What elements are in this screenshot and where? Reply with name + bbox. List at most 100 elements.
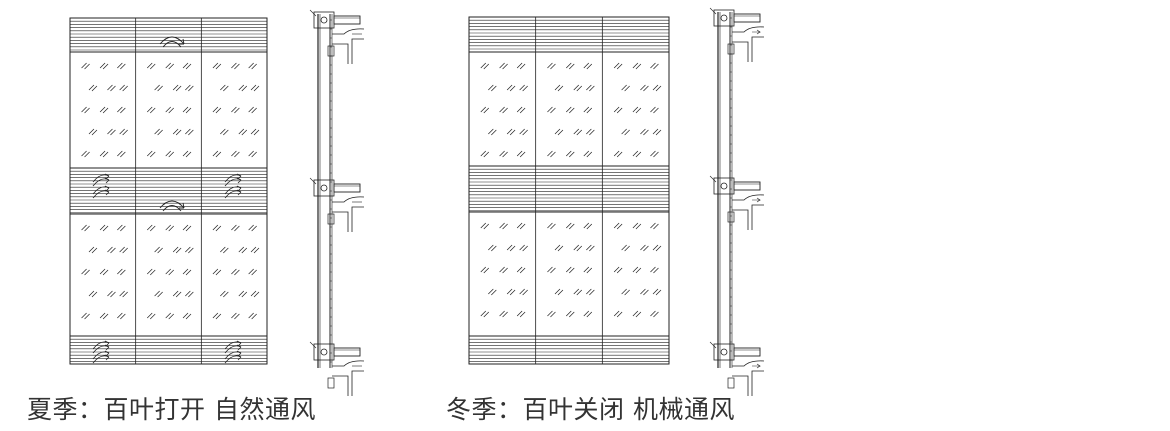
glass-reflection-mark [613,266,623,274]
glass-reflection-mark [554,244,564,252]
glass-reflection-mark [154,246,163,254]
glass-reflection-mark [81,150,90,158]
ventilation-duct [732,194,765,230]
glass-reflection-mark [231,224,240,232]
glass-reflection-mark [117,268,126,276]
glass-reflection-mark [516,222,526,230]
bracket [727,43,735,55]
glass-reflection-mark [117,312,126,320]
glass-reflection-mark [99,62,109,70]
glass-reflection-mark [185,290,194,298]
glass-reflection-mark [488,84,497,92]
glass-reflection-mark [99,224,109,232]
glass-reflection-mark [238,128,248,136]
glass-reflection-mark [248,150,257,158]
glass-reflection-mark [499,310,508,318]
slab [733,13,761,23]
glass-reflection-mark [250,128,260,136]
glass-reflection-mark [172,246,182,254]
winter-facade-elevation [468,16,670,365]
glass-reflection-mark [238,290,248,298]
glass-reflection-mark [238,84,248,92]
winter-caption: 冬季：百叶关闭 机械通风 [446,395,735,424]
glass-reflection-mark [583,106,593,114]
glass-reflection-mark [632,62,642,70]
glass-reflection-mark [506,288,516,296]
glass-reflection-mark [154,128,163,136]
glass-reflection-mark [566,310,575,318]
glass-reflection-mark [613,150,623,158]
glass-reflection-mark [250,84,260,92]
airflow-arrow-icon [752,363,761,369]
glass-reflection-mark [583,62,593,70]
glass-reflection-mark [119,290,128,298]
glass-reflection-mark [640,84,649,92]
floor-slab-detail [709,175,765,230]
glass-reflection-mark [99,268,109,276]
summer-facade-section [309,9,365,396]
glass-reflection-mark [640,244,649,252]
floor-slab-detail [309,341,365,396]
leader-line [709,341,717,349]
glass-reflection-mark [172,290,182,298]
glass-reflection-mark [220,128,229,136]
glass-reflection-mark [81,224,90,232]
glass-reflection-mark [117,106,126,114]
glass-reflection-mark [146,62,156,70]
glass-reflection-mark [547,266,556,274]
bolt [720,182,728,190]
bolt [320,16,328,24]
glass-reflection-mark [107,246,116,254]
airflow-arrow-icon [224,173,242,187]
glass-reflection-mark [154,84,163,92]
bracket [727,211,735,223]
glass-reflection-mark [547,106,556,114]
glass-reflection-mark [81,106,90,114]
glass-reflection-mark [88,290,98,298]
glass-reflection-mark [499,62,508,70]
glass-reflection-mark [480,150,490,158]
glass-reflection-mark [583,310,593,318]
glass-reflection-mark [632,266,642,274]
glass-reflection-mark [220,290,229,298]
glass-reflection-mark [586,128,595,136]
ventilation-duct [732,26,765,62]
glass-reflection-mark [88,128,98,136]
ventilation-duct [332,360,365,396]
glass-reflection-mark [99,312,109,320]
glass-reflection-mark [99,106,109,114]
glass-reflection-mark [185,128,194,136]
glass-reflection-mark [117,224,126,232]
glass-reflection-mark [640,128,649,136]
transom-box [313,179,335,197]
glass-reflection-mark [516,310,526,318]
glass-reflection-mark [613,310,623,318]
glass-reflection-mark [583,150,593,158]
glass-reflection-mark [117,150,126,158]
glass-reflection-mark [81,62,90,70]
glass-reflection-mark [480,62,490,70]
airflow-arrow-icon [92,173,110,187]
glass-reflection-mark [248,224,257,232]
airflow-arrow-icon [752,197,761,203]
glass-reflection-mark [119,128,128,136]
glass-reflection-mark [566,62,575,70]
glass-reflection-mark [212,268,222,276]
glass-reflection-mark [81,268,90,276]
glass-reflection-mark [488,288,497,296]
ventilation-duct [332,196,365,232]
glass-reflection-mark [499,266,508,274]
glass-reflection-mark [516,150,526,158]
glass-reflection-mark [519,84,528,92]
glass-reflection-mark [488,128,497,136]
glass-reflection-mark [499,106,508,114]
leader-line [309,177,317,185]
glass-reflection-mark [182,224,192,232]
glass-reflection-mark [231,150,240,158]
glass-reflection-mark [652,288,662,296]
glass-reflection-mark [554,84,564,92]
glass-reflection-mark [182,62,192,70]
glass-reflection-mark [185,84,194,92]
glass-reflection-mark [182,150,192,158]
glass-reflection-mark [231,62,240,70]
